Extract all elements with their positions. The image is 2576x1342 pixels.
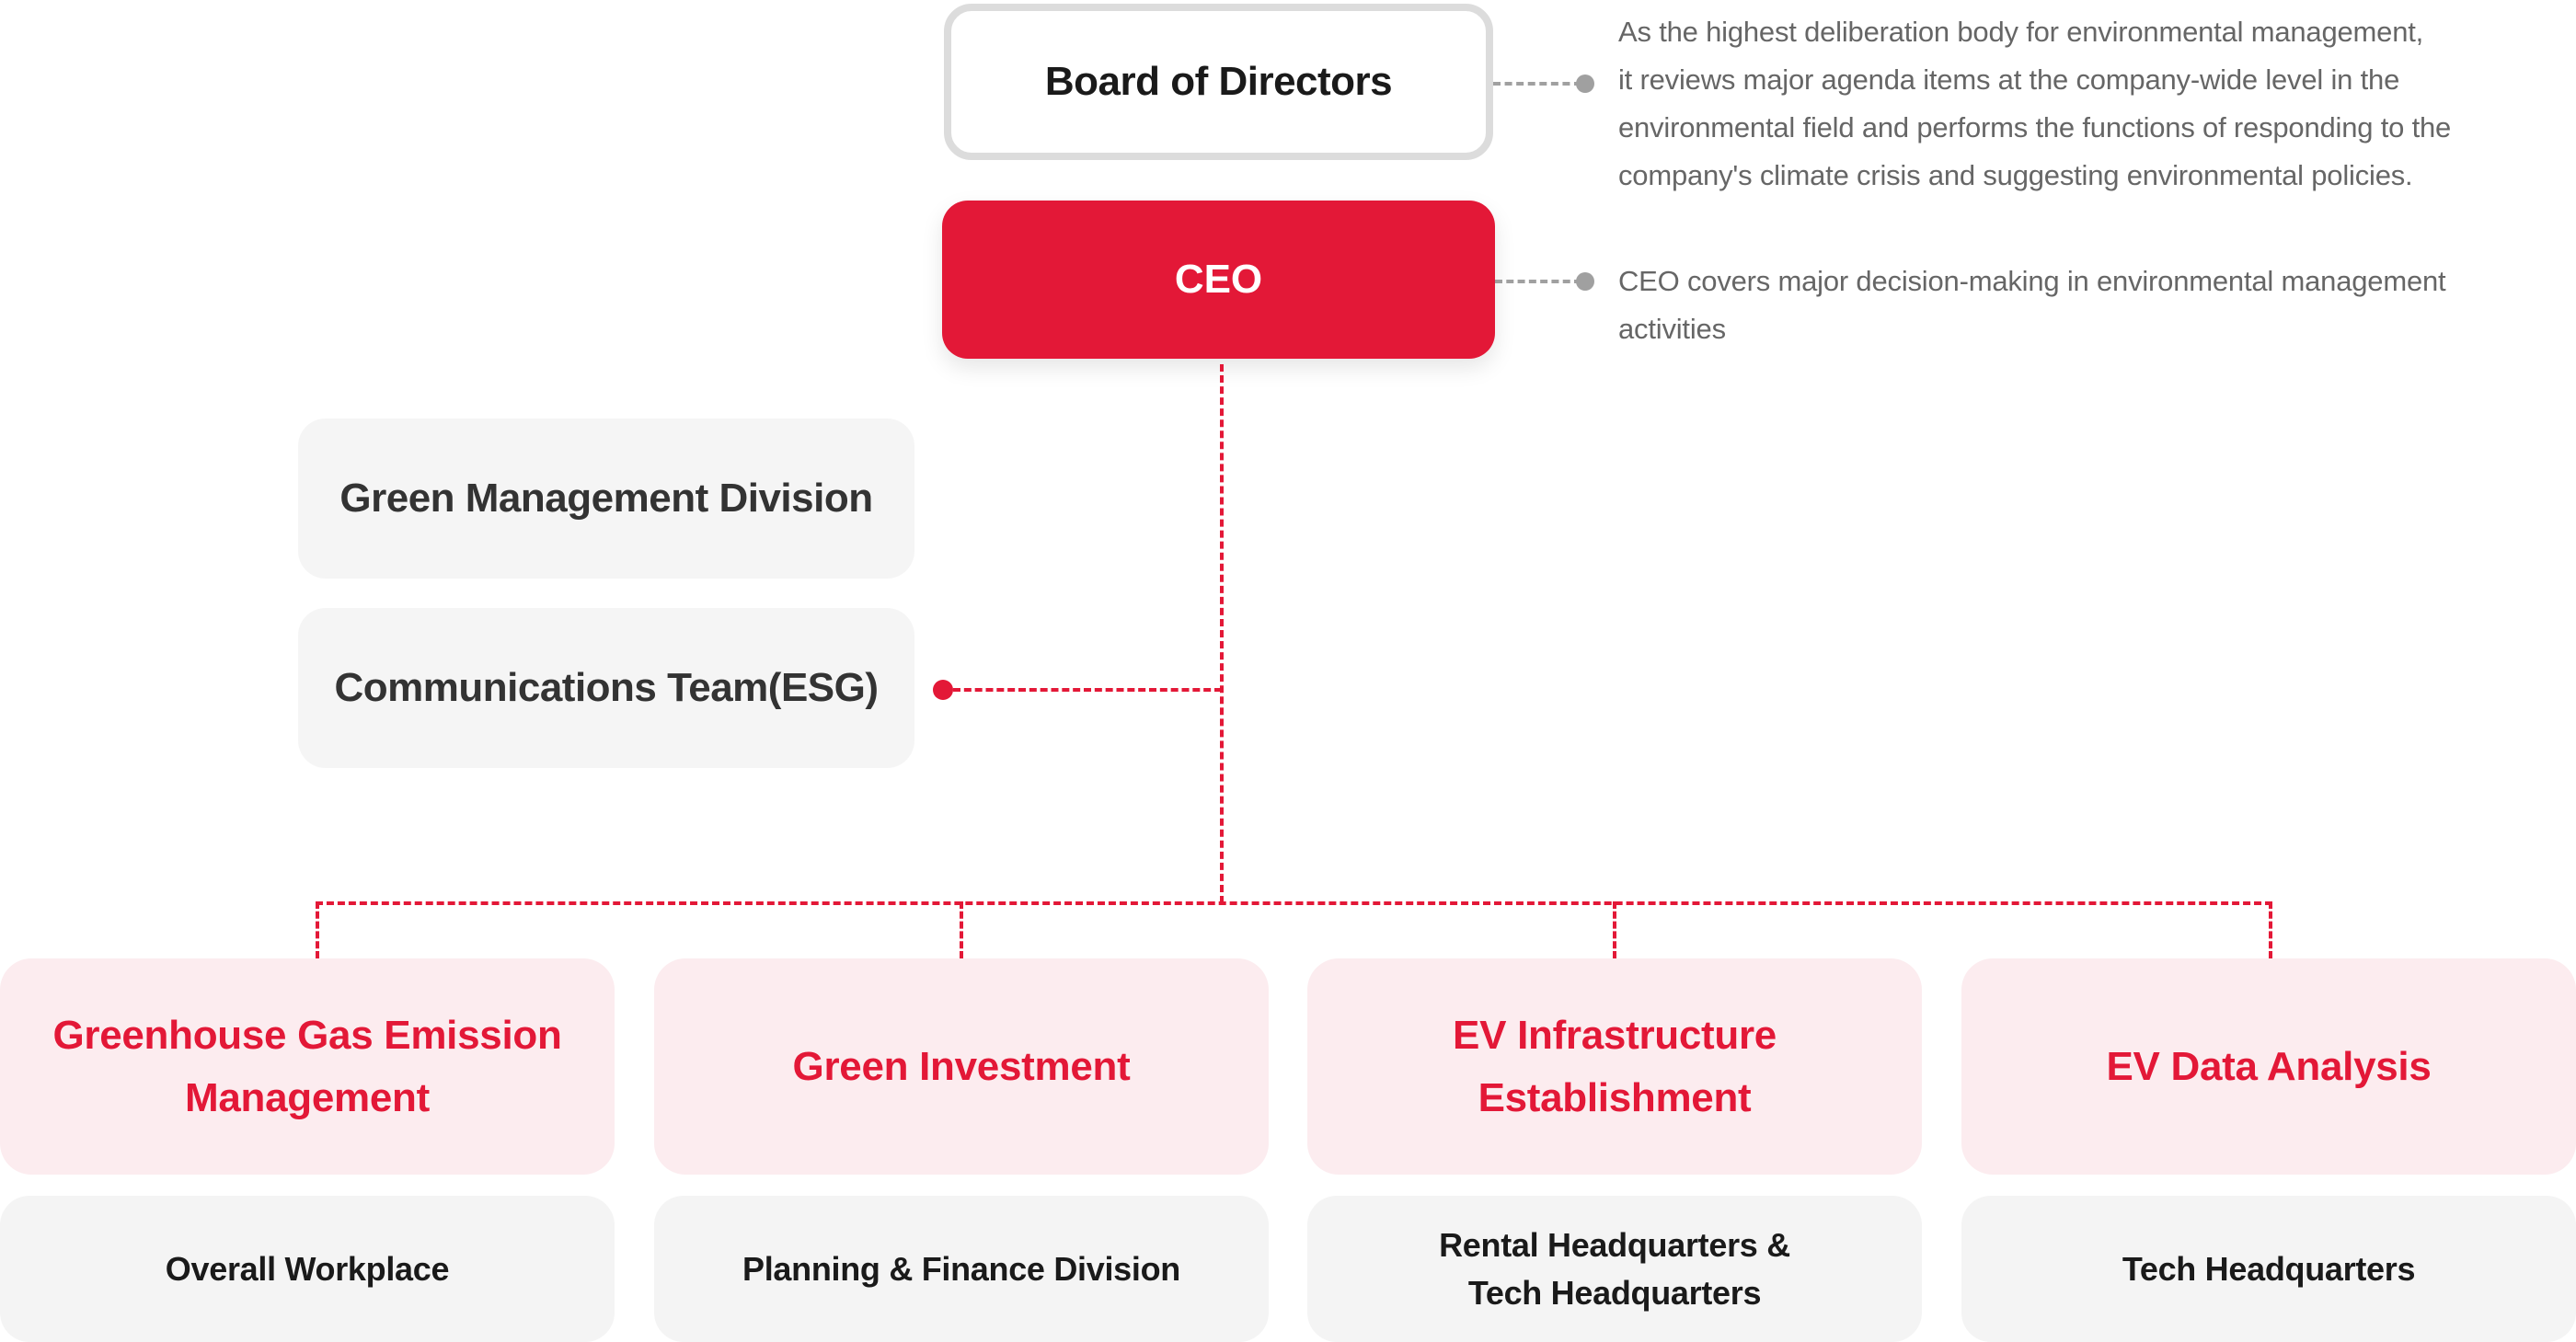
board-description: As the highest deliberation body for env… — [1618, 8, 2575, 200]
department-label: Rental Headquarters & — [1439, 1225, 1790, 1264]
branch-drop-connector — [960, 901, 963, 958]
responsibility-area-label: Green Investment — [792, 1043, 1131, 1089]
branch-drop-connector — [316, 901, 319, 958]
ceo-label: CEO — [1174, 257, 1263, 302]
board-description-bullet-icon — [1576, 75, 1594, 93]
department-label: Overall Workplace — [165, 1249, 450, 1288]
ceo-description-bullet-icon — [1576, 272, 1594, 291]
communications-team-connector — [953, 688, 1222, 692]
department-label: Tech Headquarters — [1467, 1273, 1762, 1312]
responsibility-area-node: Green Investment — [654, 958, 1269, 1175]
board-description-line: it reviews major agenda items at the com… — [1618, 63, 2400, 96]
department-label: Planning & Finance Division — [742, 1249, 1180, 1288]
board-description-line: As the highest deliberation body for env… — [1618, 16, 2424, 48]
department-node: Rental Headquarters & Tech Headquarters — [1307, 1196, 1922, 1342]
branch-connector — [316, 901, 2272, 905]
responsibility-area-node: Greenhouse Gas Emission Management — [0, 958, 615, 1175]
board-description-line: company's climate crisis and suggesting … — [1618, 159, 2413, 191]
board-of-directors-node: Board of Directors — [944, 4, 1493, 160]
branch-drop-connector — [2269, 901, 2272, 958]
department-node: Overall Workplace — [0, 1196, 615, 1342]
green-management-division-node: Green Management Division — [298, 419, 914, 579]
ceo-node: CEO — [942, 201, 1495, 359]
ceo-description-line: activities — [1618, 313, 1726, 345]
responsibility-area-node: EV Infrastructure Establishment — [1307, 958, 1922, 1175]
department-label: Tech Headquarters — [2122, 1249, 2416, 1288]
communications-team-label: Communications Team(ESG) — [334, 665, 879, 710]
board-description-line: environmental field and performs the fun… — [1618, 111, 2452, 143]
responsibility-area-label: Greenhouse Gas Emission — [52, 1012, 562, 1058]
responsibility-area-label: EV Data Analysis — [2106, 1043, 2432, 1089]
board-description-connector — [1493, 82, 1581, 86]
responsibility-area-label: EV Infrastructure — [1453, 1012, 1777, 1058]
communications-team-bullet-icon — [933, 680, 953, 700]
ceo-description: CEO covers major decision-making in envi… — [1618, 258, 2575, 353]
department-node: Planning & Finance Division — [654, 1196, 1269, 1342]
ceo-description-connector — [1495, 280, 1581, 283]
department-node: Tech Headquarters — [1961, 1196, 2576, 1342]
responsibility-area-node: EV Data Analysis — [1961, 958, 2576, 1175]
ceo-trunk-connector — [1220, 364, 1224, 903]
branch-drop-connector — [1613, 901, 1616, 958]
board-label: Board of Directors — [1044, 59, 1393, 104]
green-management-division-label: Green Management Division — [339, 476, 873, 521]
responsibility-area-label: Management — [185, 1074, 430, 1120]
ceo-description-line: CEO covers major decision-making in envi… — [1618, 265, 2446, 297]
communications-team-node: Communications Team(ESG) — [298, 608, 914, 768]
responsibility-area-label: Establishment — [1478, 1074, 1752, 1120]
